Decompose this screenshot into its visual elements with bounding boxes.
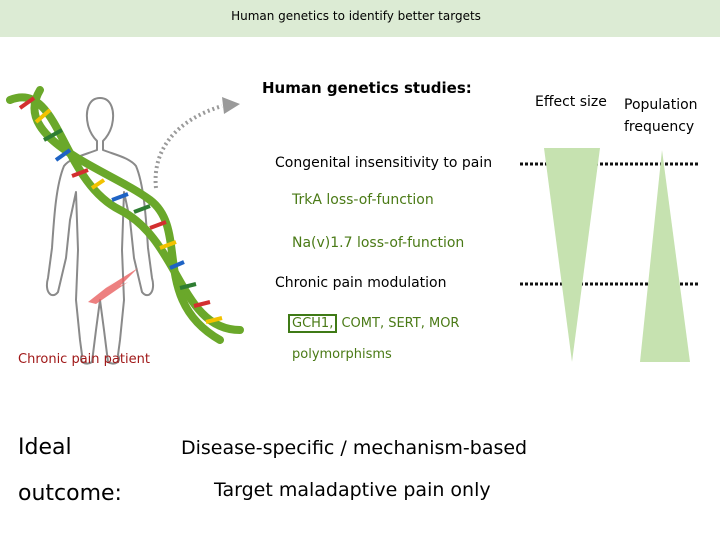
effect-size-triangle xyxy=(544,148,600,362)
population-frequency-line1: Population xyxy=(624,97,698,113)
curved-arrow-icon xyxy=(153,97,240,189)
gch1-highlight-box: GCH1, xyxy=(288,314,338,333)
slide-title: Human genetics to identify better target… xyxy=(231,9,481,23)
population-frequency-triangle xyxy=(640,150,690,362)
ideal-point-target-pain: Target maladaptive pain only xyxy=(214,479,491,501)
studies-heading: Human genetics studies: xyxy=(262,79,472,97)
dna-helix-icon xyxy=(6,86,244,344)
gch1-label: GCH1, xyxy=(292,316,334,331)
other-genes-label: COMT, SERT, MOR xyxy=(341,316,460,331)
population-frequency-line2: frequency xyxy=(624,119,695,135)
polymorphisms-label: polymorphisms xyxy=(292,347,392,362)
trka-label: TrkA loss-of-function xyxy=(292,192,434,208)
effect-size-header: Effect size xyxy=(535,94,607,110)
chronic-pain-patient-label: Chronic pain patient xyxy=(18,352,150,367)
nav17-label: Na(v)1.7 loss-of-function xyxy=(292,235,465,251)
outcome-label: outcome: xyxy=(18,481,122,506)
title-bar: Human genetics to identify better target… xyxy=(0,0,720,37)
population-frequency-header: Population frequency xyxy=(624,94,698,138)
chronic-modulation-label: Chronic pain modulation xyxy=(275,275,447,291)
gene-list: GCH1, COMT, SERT, MOR xyxy=(288,314,460,333)
congenital-insensitivity-label: Congenital insensitivity to pain xyxy=(275,155,493,171)
ideal-label: Ideal xyxy=(18,435,72,460)
pain-flash-icon xyxy=(88,268,138,304)
ideal-point-disease-specific: Disease-specific / mechanism-based xyxy=(181,437,528,459)
